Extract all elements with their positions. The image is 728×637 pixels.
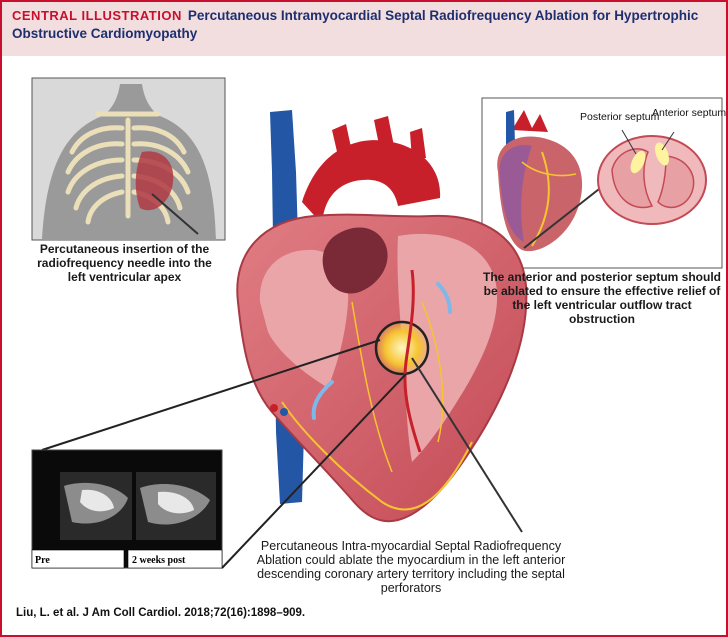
coronary-artery-icon [403,269,422,453]
main-needle-icon [411,357,523,533]
left-ventricle-icon [397,233,498,462]
small-heart-icon [497,110,583,252]
torso-inset [31,77,226,241]
posterior-septum-label: Posterior septum [580,111,660,123]
cross-section-icon [597,129,707,225]
ablation-zone-icon [374,320,430,376]
title-label: CENTRAL ILLUSTRATION [12,8,182,23]
echo-panel [31,449,223,569]
echo-post-label: 2 weeks post [132,555,186,566]
zoom-line-bottom [221,373,407,569]
inset-needle-icon [523,181,609,249]
right-ventricle-icon [259,249,349,388]
septum-inset: Posterior septum Anterior septum [481,97,726,269]
citation: Liu, L. et al. J Am Coll Cardiol. 2018;7… [16,607,306,619]
inset-heart-icon [135,151,174,211]
anterior-septum-label: Anterior septum [652,107,726,119]
septum-caption: The anterior and posterior septum should… [482,270,722,326]
conduction-path-icon [281,401,473,511]
illustration-canvas: Posterior septum Anterior septum [31,77,726,569]
zoom-line-top [41,339,381,451]
ablation-caption: Percutaneous Intra-myocardial Septal Rad… [256,539,566,595]
insertion-caption: Percutaneous insertion of the radiofrequ… [37,242,212,284]
needle-icon [151,193,199,235]
aorta-icon [302,140,441,224]
outflow-tract-icon [322,227,388,294]
title-text: Percutaneous Intramyocardial Septal Radi… [12,8,699,41]
echo-pre-label: Pre [35,555,50,566]
heart-cutaway [236,110,528,533]
